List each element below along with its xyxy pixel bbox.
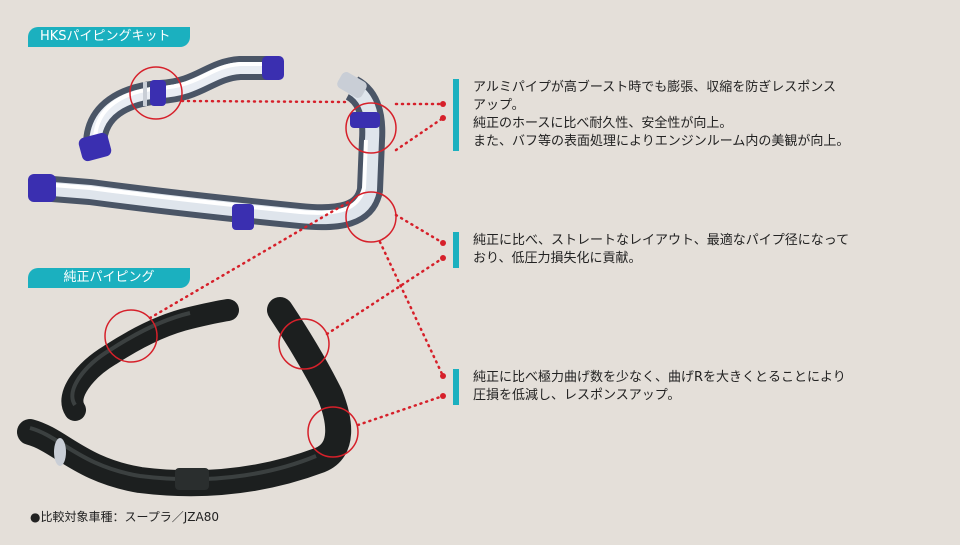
description-line: おり、低圧力損失化に貢献。	[473, 251, 642, 266]
callout-circle-hks-riser	[345, 102, 397, 154]
callout-circle-genuine-upper	[104, 309, 158, 363]
comparison-vehicle-footnote: ●比較対象車種：スープラ／JZA80	[30, 510, 219, 524]
description-line: 純正に比べ極力曲げ数を少なく、曲げRを大きくとることにより	[473, 370, 846, 385]
callout-circles	[104, 66, 397, 458]
hks-aluminum-pipe-lower	[28, 72, 386, 231]
hks-kit-label: HKSパイピングキット	[28, 27, 190, 47]
genuine-rubber-hose-lower	[17, 297, 352, 497]
hks-aluminum-pipe-upper	[78, 56, 284, 162]
description-line: アルミパイプが高ブースト時でも膨張、収縮を防ぎレスポンス	[473, 80, 836, 95]
description-straight-layout: 純正に比べ、ストレートなレイアウト、最適なパイプ径になって おり、低圧力損失化に…	[453, 232, 849, 268]
description-line: 圧損を低減し、レスポンスアップ。	[473, 388, 681, 403]
description-line: 純正のホースに比べ耐久性、安全性が向上。	[473, 116, 733, 131]
callout-circle-hks-upper	[129, 66, 183, 120]
callout-circle-genuine-middle	[278, 318, 330, 370]
description-aluminum-pipe: アルミパイプが高ブースト時でも膨張、収縮を防ぎレスポンス アップ。 純正のホース…	[453, 79, 849, 151]
genuine-piping-label: 純正パイピング	[28, 268, 190, 288]
description-line: アップ。	[473, 98, 525, 113]
description-line: また、バフ等の表面処理によりエンジンルーム内の美観が向上。	[473, 134, 850, 149]
genuine-rubber-hose-upper-left	[61, 299, 239, 421]
callout-leader-lines	[148, 99, 445, 427]
description-line: 純正に比べ、ストレートなレイアウト、最適なパイプ径になって	[473, 233, 850, 248]
callout-circle-hks-bend	[345, 191, 397, 243]
callout-endpoints	[440, 101, 446, 399]
description-bend-radius: 純正に比べ極力曲げ数を少なく、曲げRを大きくとることにより 圧損を低減し、レスポ…	[453, 369, 846, 405]
callout-circle-genuine-lower	[307, 406, 359, 458]
